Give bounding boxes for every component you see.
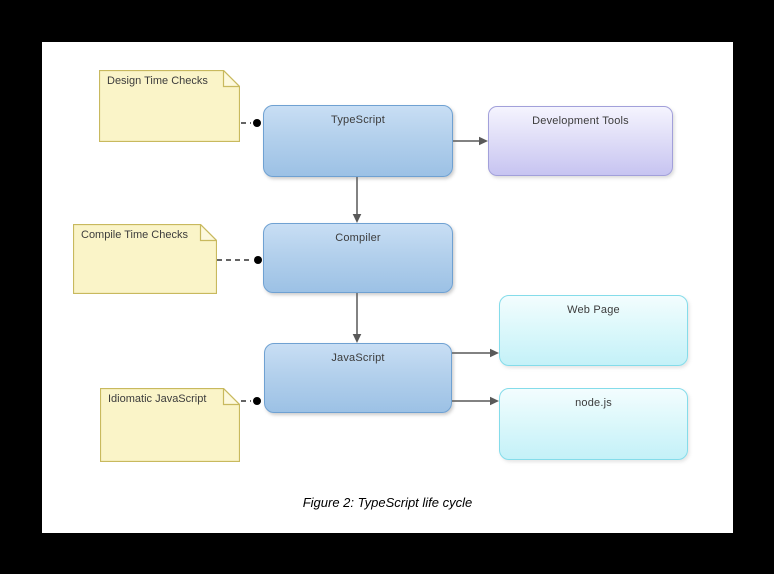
edge-compiler-javascript bbox=[352, 293, 362, 343]
note-shape bbox=[99, 70, 240, 142]
node-label: node.js bbox=[575, 397, 612, 409]
note-idiomatic-javascript: Idiomatic JavaScript bbox=[100, 388, 240, 462]
node-label: Compiler bbox=[335, 232, 381, 244]
anchor-dot-icon bbox=[253, 119, 261, 127]
note-design-time-checks: Design Time Checks bbox=[99, 70, 240, 142]
note-label: Idiomatic JavaScript bbox=[108, 393, 207, 405]
arrowhead-icon bbox=[352, 334, 362, 343]
anchor-dot-icon bbox=[253, 397, 261, 405]
link-design-note-typescript bbox=[241, 119, 261, 127]
note-label: Compile Time Checks bbox=[81, 229, 188, 241]
figure-caption: Figure 2: TypeScript life cycle bbox=[302, 495, 473, 510]
edge-typescript-compiler bbox=[352, 177, 362, 223]
note-label: Design Time Checks bbox=[107, 75, 208, 87]
node-development-tools: Development Tools bbox=[488, 106, 673, 176]
node-label: TypeScript bbox=[331, 114, 385, 126]
link-compile-note-compiler bbox=[217, 256, 262, 264]
node-label: Development Tools bbox=[532, 115, 629, 127]
node-web-page: Web Page bbox=[499, 295, 688, 366]
note-fold-icon bbox=[222, 70, 240, 88]
node-javascript: JavaScript bbox=[264, 343, 452, 413]
node-label: JavaScript bbox=[331, 352, 385, 364]
node-compiler: Compiler bbox=[263, 223, 453, 293]
arrowhead-icon bbox=[352, 214, 362, 223]
note-shape bbox=[73, 224, 217, 294]
arrowhead-icon bbox=[490, 348, 499, 358]
edge-typescript-devtools bbox=[453, 136, 488, 146]
arrowhead-icon bbox=[490, 396, 499, 406]
note-fold-icon bbox=[222, 388, 240, 406]
node-nodejs: node.js bbox=[499, 388, 688, 460]
anchor-dot-icon bbox=[254, 256, 262, 264]
edge-javascript-nodejs bbox=[452, 396, 499, 406]
note-compile-time-checks: Compile Time Checks bbox=[73, 224, 217, 294]
edge-javascript-webpage bbox=[452, 348, 499, 358]
link-idiomatic-note-javascript bbox=[241, 397, 261, 405]
node-label: Web Page bbox=[567, 304, 620, 316]
note-shape bbox=[100, 388, 240, 462]
note-fold-icon bbox=[199, 224, 217, 242]
arrowhead-icon bbox=[479, 136, 488, 146]
diagram-canvas: Design Time Checks Compile Time Checks I… bbox=[42, 42, 733, 533]
node-typescript: TypeScript bbox=[263, 105, 453, 177]
